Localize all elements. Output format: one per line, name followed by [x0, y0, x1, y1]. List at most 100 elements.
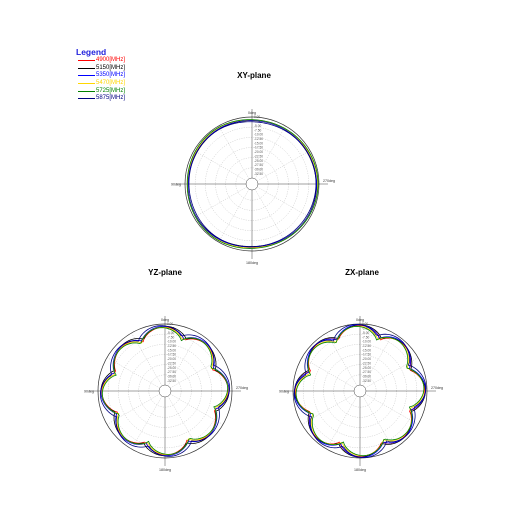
radial-tick-label: -20.00: [254, 150, 263, 154]
radial-tick-label: -27.50: [362, 370, 371, 374]
grid-spoke: [326, 332, 358, 386]
radial-tick-label: -15.00: [362, 348, 371, 352]
pattern-series-line: [188, 121, 317, 248]
radial-tick-label: -10.00: [167, 340, 176, 344]
angle-label-bottom: 180deg: [159, 468, 171, 472]
grid-spoke: [365, 393, 419, 425]
legend-item: 5470[MHz]: [78, 80, 125, 88]
yz-plane-title: YZ-plane: [148, 268, 182, 277]
radial-tick-label: -25.00: [362, 366, 371, 370]
angle-label-top: 0deg: [161, 318, 169, 322]
angle-label-top: 0deg: [356, 318, 364, 322]
pattern-series-line: [100, 325, 230, 457]
legend-item: 5725[MHz]: [78, 87, 125, 95]
outer-ring: [97, 323, 233, 459]
grid-spoke: [254, 125, 286, 179]
grid-spoke: [170, 393, 224, 425]
legend-swatch: [78, 75, 95, 77]
xy-plane-title: XY-plane: [237, 71, 271, 80]
radial-tick-label: -10.00: [254, 133, 263, 137]
legend-label: 5150[MHz]: [96, 64, 126, 71]
radial-tick-label: -25.00: [254, 159, 263, 163]
radial-tick-label: -5.00: [254, 124, 261, 128]
grid-spoke: [301, 357, 355, 389]
radial-tick-label: -32.50: [167, 379, 176, 383]
legend-item: 4900[MHz]: [78, 57, 125, 65]
radial-tick-label: -30.00: [167, 374, 176, 378]
grid-spoke: [193, 150, 247, 182]
angle-label-left: 90deg: [279, 389, 289, 393]
radial-tick-label: -20.00: [167, 357, 176, 361]
radial-tick-label: -30.00: [254, 167, 263, 171]
zx-plane-title: ZX-plane: [345, 268, 379, 277]
grid-spoke: [167, 332, 199, 386]
grid-spoke: [131, 396, 163, 450]
angle-label-top: 0deg: [248, 111, 256, 115]
pattern-series-line: [293, 323, 427, 459]
grid-spoke: [218, 125, 250, 179]
angle-label-right: 270deg: [431, 386, 443, 390]
legend-swatch: [78, 90, 95, 92]
grid-spoke: [193, 186, 247, 218]
radial-tick-label: -5.00: [167, 331, 174, 335]
radial-tick-label: -20.00: [362, 357, 371, 361]
grid-spoke: [326, 396, 358, 450]
legend-swatch: [78, 98, 95, 100]
radial-tick-label: -30.00: [362, 374, 371, 378]
radial-tick-label: -2.50: [254, 120, 261, 124]
legend-label: 5725[MHz]: [96, 87, 126, 94]
radial-tick-label: -7.50: [167, 335, 174, 339]
legend-label: 5470[MHz]: [96, 80, 126, 87]
grid-spoke: [257, 186, 311, 218]
radial-tick-label: -17.50: [254, 146, 263, 150]
radial-tick-label: -22.50: [167, 361, 176, 365]
legend-item: 5350[MHz]: [78, 72, 125, 80]
radial-tick-label: -10.00: [362, 340, 371, 344]
legend-label: 5875[MHz]: [96, 95, 126, 102]
angle-label-right: 270deg: [236, 386, 248, 390]
grid-spoke: [254, 189, 286, 243]
inner-ring: [158, 384, 172, 398]
radial-tick-label: -15.00: [254, 141, 263, 145]
radial-tick-label: -5.00: [362, 331, 369, 335]
inner-ring: [353, 384, 367, 398]
radial-tick-label: 0.00: [254, 115, 260, 119]
legend-label: 4900[MHz]: [96, 57, 126, 64]
legend-item: 5150[MHz]: [78, 65, 125, 73]
legend-item: 5875[MHz]: [78, 95, 125, 103]
grid-spoke: [218, 189, 250, 243]
inner-ring: [245, 177, 259, 191]
grid-spoke: [362, 396, 394, 450]
radial-tick-label: -32.50: [254, 172, 263, 176]
grid-spoke: [257, 150, 311, 182]
radial-tick-label: -7.50: [254, 128, 261, 132]
outer-ring: [184, 116, 320, 252]
radial-tick-label: -12.50: [167, 344, 176, 348]
legend: 4900[MHz] 5150[MHz] 5350[MHz] 5470[MHz] …: [78, 57, 125, 103]
radial-tick-label: -22.50: [254, 154, 263, 158]
grid-spoke: [362, 332, 394, 386]
angle-label-left: 90deg: [84, 389, 94, 393]
pattern-series-line: [99, 325, 231, 457]
angle-label-bottom: 180deg: [354, 468, 366, 472]
pattern-series-line: [186, 119, 318, 249]
radial-tick-label: -17.50: [362, 353, 371, 357]
pattern-series-line: [186, 119, 319, 249]
grid-spoke: [106, 393, 160, 425]
legend-swatch: [78, 83, 95, 85]
legend-title: Legend: [76, 47, 107, 57]
angle-label-left: 90deg: [171, 182, 181, 186]
legend-swatch: [78, 67, 95, 69]
radial-tick-label: 0.00: [362, 322, 368, 326]
radial-tick-label: -7.50: [362, 335, 369, 339]
radial-tick-label: -15.00: [167, 348, 176, 352]
grid-spoke: [106, 357, 160, 389]
radial-tick-label: 0.00: [167, 322, 173, 326]
pattern-series-line: [295, 326, 425, 456]
legend-label: 5350[MHz]: [96, 72, 126, 79]
radial-tick-label: -32.50: [362, 379, 371, 383]
legend-swatch: [78, 60, 95, 62]
angle-label-bottom: 180deg: [246, 261, 258, 265]
radial-tick-label: -12.50: [254, 137, 263, 141]
